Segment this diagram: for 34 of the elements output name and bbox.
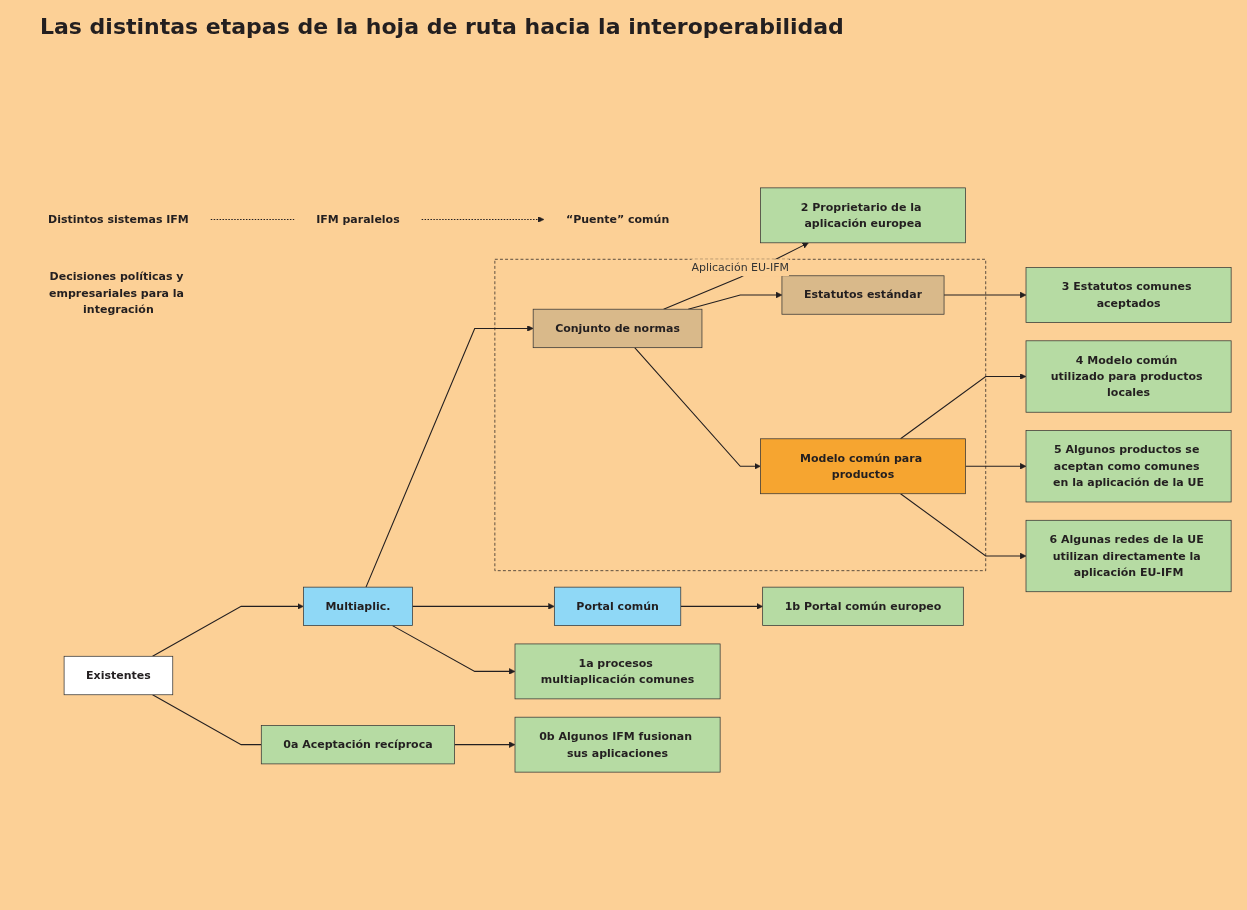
node-text: “Puente” común: [565, 212, 670, 226]
arrow: [365, 325, 534, 588]
node-box: 1a procesos multiaplicación comunes: [514, 643, 721, 700]
node-text: Distintos sistemas IFM: [48, 212, 189, 226]
node-text: IFM paralelos: [316, 212, 400, 226]
node-box: 0a Aceptación recíproca: [260, 725, 455, 765]
diagram-title: Las distintas etapas de la hoja de ruta hacia la interoperabilidad: [40, 14, 844, 39]
node-box: 0b Algunos IFM fusionan sus aplicaciones: [514, 716, 721, 773]
arrow: [411, 603, 555, 610]
node-box: Estatutos estándar: [781, 275, 945, 315]
arrow: [943, 291, 1027, 299]
node-box: Multiaplic.: [303, 586, 413, 626]
node-box: Conjunto de normas: [532, 308, 703, 349]
node-box: 4 Modelo común utilizado para productos locales: [1025, 340, 1232, 413]
node-box: 5 Algunos productos se aceptan como comunes en la aplicación de la UE: [1025, 430, 1232, 503]
arrow: [391, 625, 516, 675]
node-box: Portal común: [554, 586, 682, 626]
node-box: 3 Estatutos comunes aceptados: [1025, 267, 1232, 323]
arrow: [680, 603, 763, 610]
node-box: 1b Portal común europeo: [762, 586, 964, 626]
arrow: [965, 463, 1027, 470]
node-box: Modelo común para productos: [760, 438, 966, 495]
node-text: Decisiones políticas y empresariales para la integración: [49, 269, 184, 316]
node-box: Existentes: [63, 655, 174, 696]
arrow: [900, 373, 1027, 440]
connector: [210, 218, 295, 220]
arrow: [454, 741, 516, 748]
arrow: [634, 347, 761, 470]
connector: [152, 694, 262, 746]
node-box: 2 Proprietario de la aplicación europea: [760, 187, 966, 244]
arrow: [900, 493, 1027, 560]
arrow: [421, 216, 545, 223]
arrow: [152, 603, 304, 657]
node-box: 6 Algunas redes de la UE utilizan directamente la aplicación EU-IFM: [1025, 519, 1232, 593]
